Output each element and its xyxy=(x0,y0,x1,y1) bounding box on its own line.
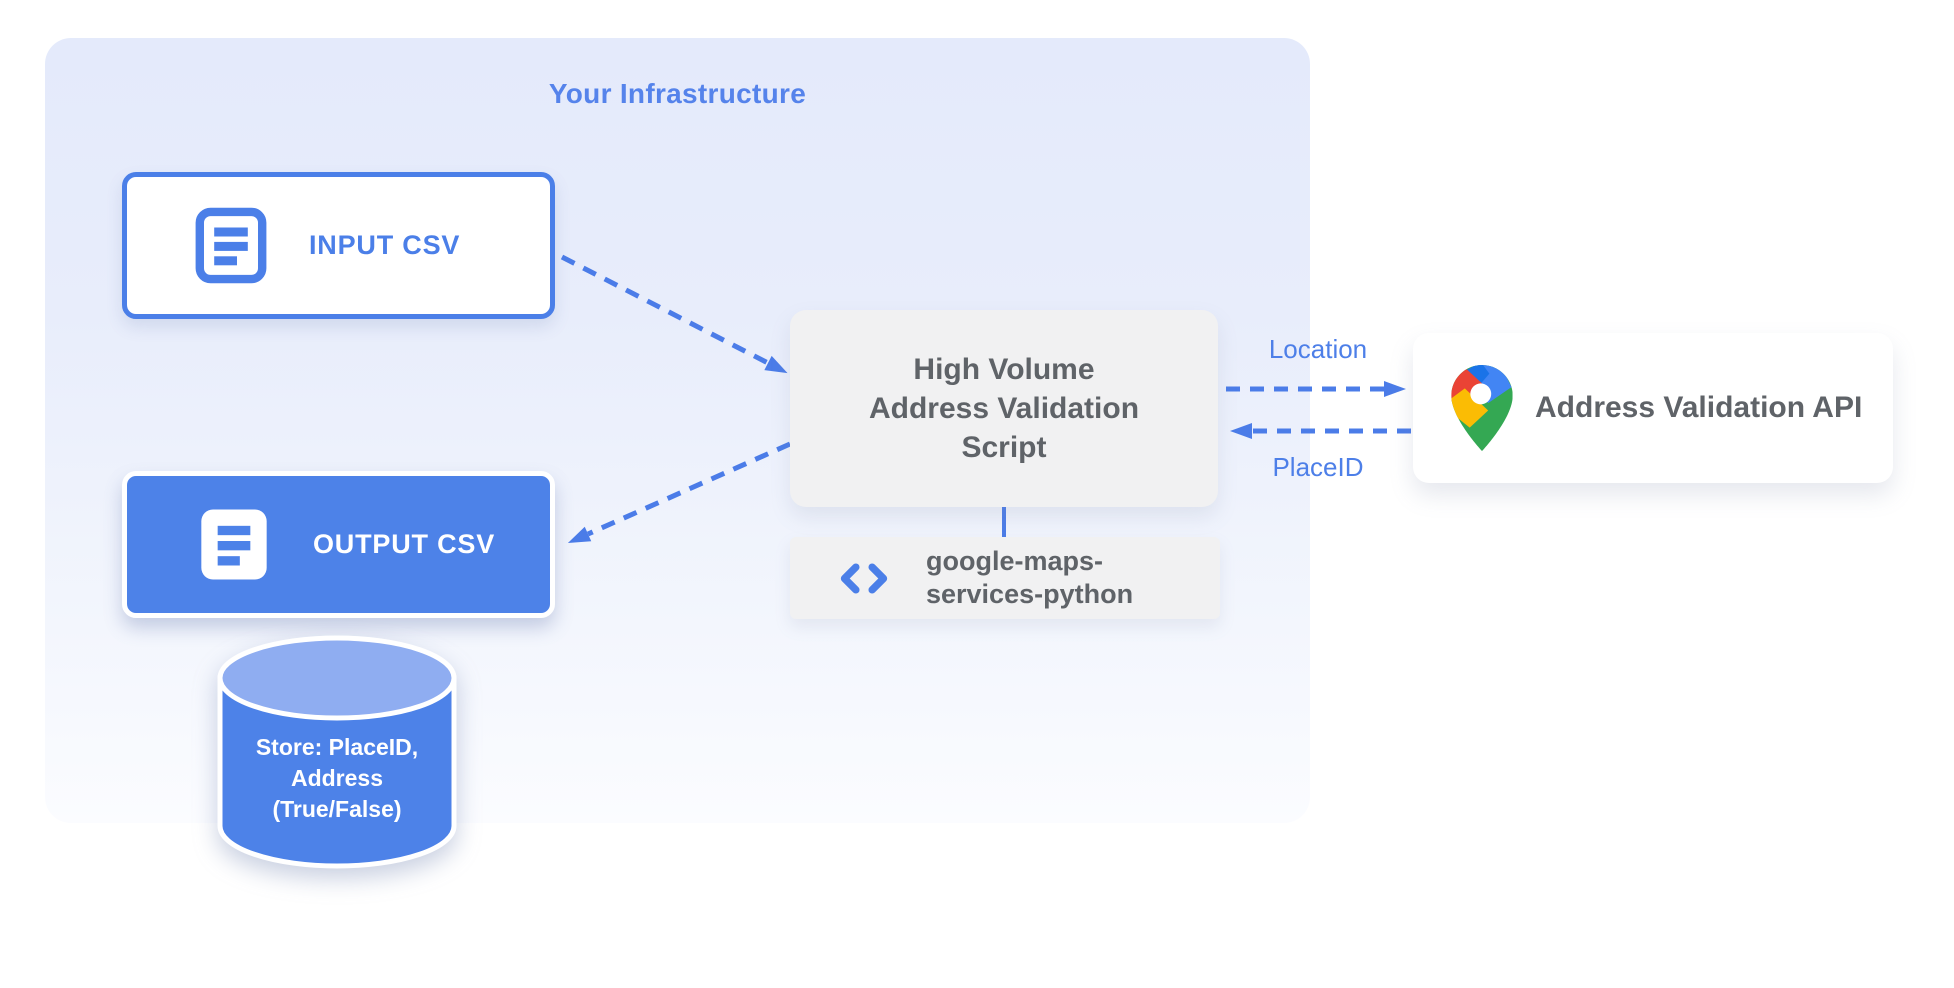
output-csv-label: OUTPUT CSV xyxy=(313,529,496,559)
library-label: google-maps- services-python xyxy=(926,546,1134,609)
node-library: google-maps- services-python xyxy=(790,537,1220,619)
datastore-label: Store: PlaceID, Address (True/False) xyxy=(255,734,419,822)
node-validation-script: High Volume Address Validation Script xyxy=(790,310,1218,507)
document-icon xyxy=(195,207,267,284)
code-icon xyxy=(840,562,888,594)
edge-label-location: Location xyxy=(1268,334,1368,364)
api-label: Address Validation API xyxy=(1535,391,1863,424)
node-address-validation-api: Address Validation API xyxy=(1413,333,1893,483)
input-csv-label: INPUT CSV xyxy=(309,230,461,260)
node-datastore: Store: PlaceID, Address (True/False) xyxy=(215,634,459,884)
node-output-csv: OUTPUT CSV xyxy=(122,471,555,618)
node-input-csv: INPUT CSV xyxy=(122,172,555,319)
document-icon xyxy=(201,509,267,580)
edge-label-placeid: PlaceID xyxy=(1272,452,1364,482)
script-label: High Volume Address Validation Script xyxy=(868,353,1140,464)
infrastructure-title: Your Infrastructure xyxy=(548,78,807,109)
google-maps-pin-icon xyxy=(1451,365,1513,451)
database-cylinder-icon xyxy=(217,635,457,869)
